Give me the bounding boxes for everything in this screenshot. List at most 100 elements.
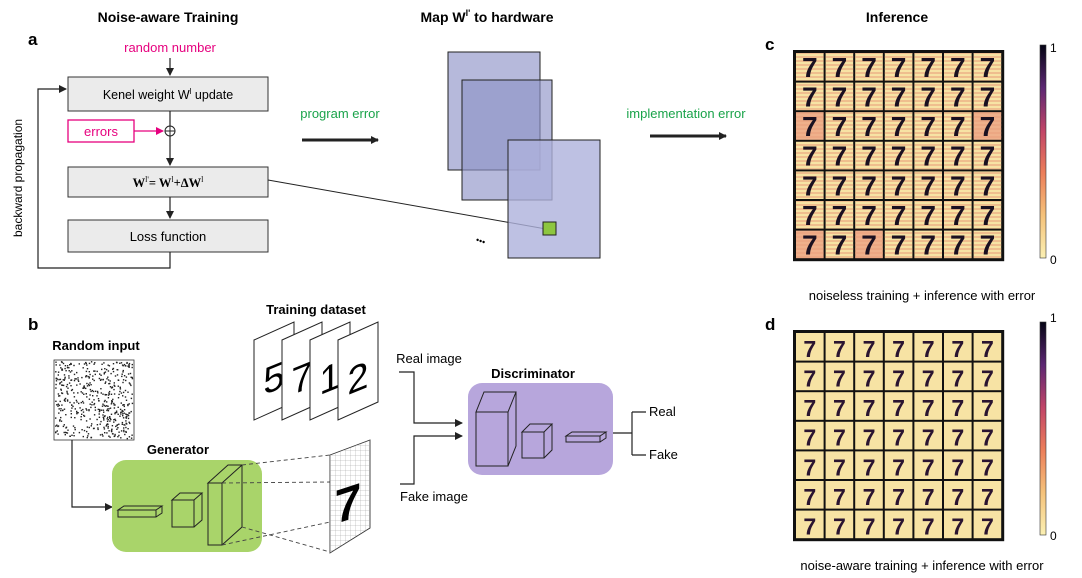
grid-digit: 7 xyxy=(891,170,907,201)
grid-cell: 7 xyxy=(973,81,1002,112)
generated-image: 7 xyxy=(329,439,371,554)
grid-cell: 7 xyxy=(855,170,883,201)
grid-digit: 7 xyxy=(802,141,818,172)
grid-digit: 7 xyxy=(892,513,905,539)
grid-cell: 7 xyxy=(855,481,883,510)
grid-digit: 7 xyxy=(803,395,816,421)
grid-cell: 7 xyxy=(944,481,972,510)
grid-cell: 7 xyxy=(973,421,1002,451)
grid-cell: 7 xyxy=(914,111,942,142)
grid-cell: 7 xyxy=(944,111,972,142)
grid-cell: 7 xyxy=(973,111,1002,142)
discriminator-layers-icon xyxy=(475,391,608,467)
grid-digit: 7 xyxy=(922,454,935,480)
grid-cell: 7 xyxy=(884,333,913,362)
grid-cell: 7 xyxy=(944,421,972,451)
grid-cell: 7 xyxy=(825,52,854,83)
grid-digit: 7 xyxy=(861,81,877,112)
weight-update-box xyxy=(67,76,269,112)
grid-digit: 7 xyxy=(920,81,936,112)
grid-digit: 7 xyxy=(951,395,964,421)
grid-cell: 7 xyxy=(855,421,883,451)
colorbar-d-min: 0 xyxy=(1050,529,1057,543)
grid-digit: 7 xyxy=(863,513,876,539)
grid-digit: 7 xyxy=(832,81,848,112)
grid-digit: 7 xyxy=(922,336,935,362)
grid-digit: 7 xyxy=(802,111,818,142)
grid-digit: 7 xyxy=(920,111,936,142)
loss-box xyxy=(67,219,269,253)
grid-digit: 7 xyxy=(981,454,994,480)
grid-digit: 7 xyxy=(861,141,877,172)
grid-digit: 7 xyxy=(802,200,818,231)
grid-cell: 7 xyxy=(944,170,972,201)
grid-cell: 7 xyxy=(944,141,972,172)
grid-digit: 7 xyxy=(922,513,935,539)
grid-cell: 7 xyxy=(884,200,913,231)
grid-cell: 7 xyxy=(944,81,972,112)
grid-digit: 7 xyxy=(861,52,877,83)
grid-digit: 7 xyxy=(803,454,816,480)
dataset-digit: 2 xyxy=(347,353,368,404)
grid-cell: 7 xyxy=(884,141,913,172)
grid-digit: 7 xyxy=(891,81,907,112)
colorbar-c-min: 0 xyxy=(1050,253,1057,267)
map-connector-line xyxy=(267,179,547,230)
grid-digit: 7 xyxy=(951,454,964,480)
grid-digit: 7 xyxy=(892,336,905,362)
grid-digit: 7 xyxy=(922,365,935,391)
grid-cell: 7 xyxy=(914,510,942,539)
fake-output-label: Fake xyxy=(649,447,678,462)
grid-digit: 7 xyxy=(833,484,846,510)
grid-digit: 7 xyxy=(861,170,877,201)
grid-cell: 7 xyxy=(796,362,824,391)
grid-cell: 7 xyxy=(973,52,1002,83)
grid-digit: 7 xyxy=(892,395,905,421)
fake-image-arrow xyxy=(400,432,463,485)
random-input-label: Random input xyxy=(52,338,140,353)
backprop-label: backward propagation xyxy=(11,119,25,237)
grid-digit: 7 xyxy=(950,141,966,172)
grid-cell: 7 xyxy=(944,362,972,391)
grid-digit: 7 xyxy=(833,454,846,480)
grid-cell: 7 xyxy=(796,200,824,231)
grid-digit: 7 xyxy=(980,111,996,142)
grid-cell: 7 xyxy=(825,200,854,231)
grid-digit: 7 xyxy=(802,229,818,260)
fake-image-label: Fake image xyxy=(400,489,468,504)
grid-digit: 7 xyxy=(863,454,876,480)
grid-digit: 7 xyxy=(891,141,907,172)
training-dataset-label: Training dataset xyxy=(266,302,366,317)
grid-cell: 7 xyxy=(796,52,824,83)
grid-cell: 7 xyxy=(825,421,854,451)
grid-digit: 7 xyxy=(803,484,816,510)
grid-digit: 7 xyxy=(950,111,966,142)
grid-digit: 7 xyxy=(892,454,905,480)
grid-cell: 7 xyxy=(825,510,854,539)
grid-cell: 7 xyxy=(914,52,942,83)
grid-cell: 7 xyxy=(855,81,883,112)
grid-cell: 7 xyxy=(855,392,883,421)
grid-digit: 7 xyxy=(891,200,907,231)
grid-digit: 7 xyxy=(980,229,996,260)
grid-digit: 7 xyxy=(832,229,848,260)
colorbar-d-max: 1 xyxy=(1050,311,1057,325)
grid-cell: 7 xyxy=(796,170,824,201)
grid-cell: 7 xyxy=(884,111,913,142)
errors-label: errors xyxy=(84,124,118,139)
grid-cell: 7 xyxy=(796,81,824,112)
grid-digit: 7 xyxy=(980,81,996,112)
generated-digit: 7 xyxy=(335,473,362,535)
grid-cell: 7 xyxy=(884,81,913,112)
grid-cell: 7 xyxy=(796,481,824,510)
grid-cell: 7 xyxy=(796,229,824,260)
grid-digit: 7 xyxy=(951,336,964,362)
grid-cell: 7 xyxy=(973,229,1002,260)
grid-cell: 7 xyxy=(825,451,854,480)
grid-digit: 7 xyxy=(803,365,816,391)
grid-cell: 7 xyxy=(973,200,1002,231)
panel-b-letter: b xyxy=(28,315,38,334)
grid-digit: 7 xyxy=(922,484,935,510)
